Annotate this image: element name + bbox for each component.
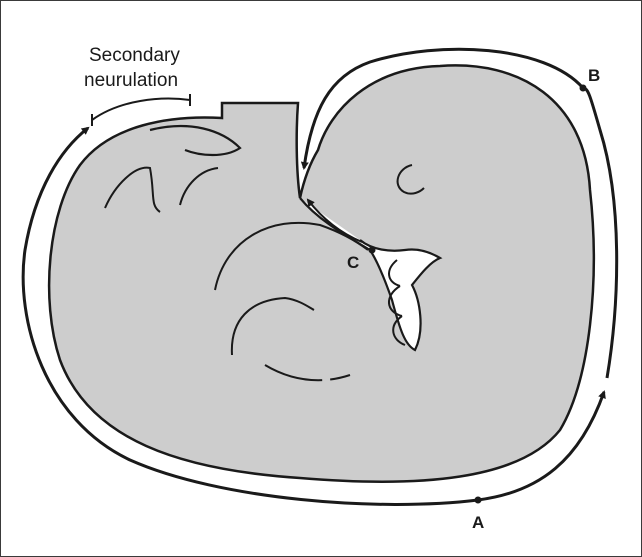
point-c-label: C (347, 253, 359, 272)
point-a-label: A (472, 513, 484, 532)
point-a-marker (475, 497, 482, 504)
secondary-neurulation-bracket (92, 99, 190, 120)
embryo-body (49, 65, 594, 481)
point-c-marker (369, 247, 376, 254)
caption-line-2: neurulation (84, 70, 178, 91)
point-b-marker (580, 85, 587, 92)
caption-line-1: Secondary (89, 45, 180, 66)
point-b-label: B (588, 66, 600, 85)
